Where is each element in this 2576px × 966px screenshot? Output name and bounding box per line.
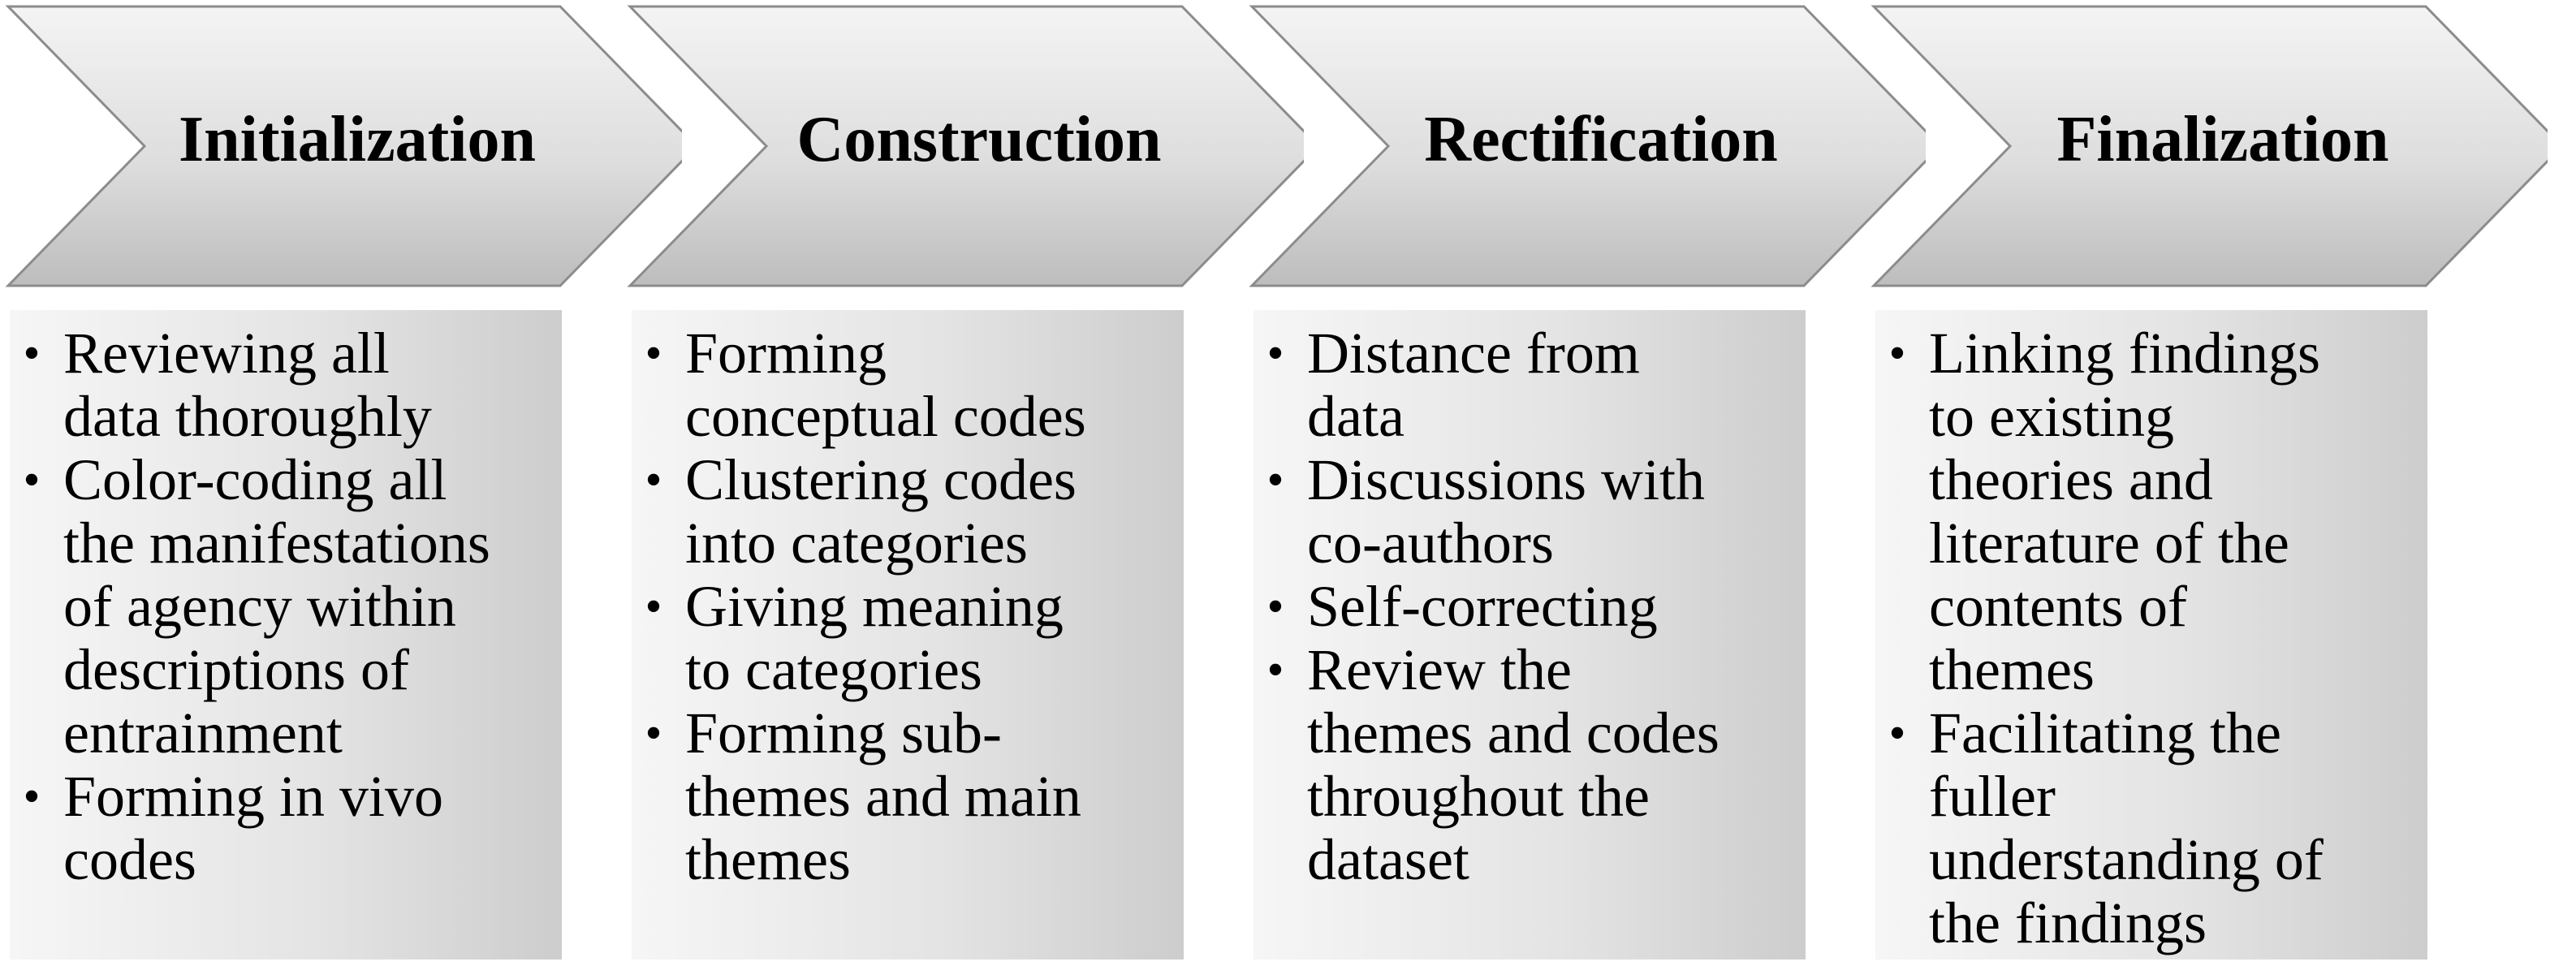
- list-item-text: Forming in vivo codes: [63, 764, 444, 892]
- chevron-shape: [627, 5, 1304, 287]
- list-item: • Forming sub- themes and main themes: [632, 701, 1184, 891]
- bullet-icon: •: [1888, 706, 1906, 760]
- list-item: • Forming conceptual codes: [632, 321, 1184, 448]
- list-item: • Clustering codes into categories: [632, 448, 1184, 575]
- stage-details-box: • Linking findings to existing theories a…: [1875, 310, 2427, 960]
- stage-title: Rectification: [1424, 104, 1778, 175]
- bullet-icon: •: [1266, 643, 1284, 696]
- bullet-icon: •: [23, 453, 41, 507]
- list-item-text: Review the themes and codes throughout t…: [1307, 637, 1719, 892]
- chevron-arrow: Finalization: [1866, 0, 2548, 292]
- stage-title: Finalization: [2056, 104, 2389, 175]
- list-item-text: Self-correcting: [1307, 574, 1658, 639]
- bullet-icon: •: [645, 326, 662, 380]
- list-item-text: Forming sub- themes and main themes: [685, 701, 1081, 892]
- chevron-shape: [5, 5, 682, 287]
- bullet-icon: •: [1888, 326, 1906, 380]
- stage-item-list: • Distance from data • Discussions with co…: [1253, 310, 1806, 891]
- bullet-icon: •: [23, 326, 41, 380]
- stage-title: Initialization: [178, 104, 537, 175]
- list-item: • Reviewing all data thoroughly: [10, 321, 562, 448]
- stage-details-box: • Distance from data • Discussions with co…: [1253, 310, 1806, 960]
- bullet-icon: •: [1266, 326, 1284, 380]
- list-item: • Review the themes and codes throughout …: [1253, 638, 1806, 891]
- list-item-text: Linking findings to existing theories an…: [1929, 321, 2320, 702]
- chevron-shape: [1871, 5, 2548, 287]
- list-item: • Linking findings to existing theories a…: [1875, 321, 2427, 701]
- list-item-text: Facilitating the fuller understanding of…: [1929, 701, 2324, 955]
- stage-finalization: Finalization • Linking findings to existi…: [1866, 0, 2548, 966]
- stage-construction: Construction • Forming conceptual codes •…: [622, 0, 1304, 966]
- chevron-arrow: Initialization: [0, 0, 682, 292]
- chevron-arrow: Construction: [622, 0, 1304, 292]
- bullet-icon: •: [645, 580, 662, 633]
- stage-item-list: • Linking findings to existing theories a…: [1875, 310, 2427, 955]
- stage-details-box: • Forming conceptual codes • Clustering co…: [632, 310, 1184, 960]
- stage-item-list: • Forming conceptual codes • Clustering co…: [632, 310, 1184, 891]
- list-item: • Distance from data: [1253, 321, 1806, 448]
- stage-initialization: Initialization • Reviewing all data thoro…: [0, 0, 682, 966]
- list-item: • Color-coding all the manifestations of …: [10, 448, 562, 765]
- bullet-icon: •: [23, 770, 41, 823]
- list-item-text: Discussions with co-authors: [1307, 447, 1706, 576]
- stage-item-list: • Reviewing all data thoroughly • Color-co…: [10, 310, 562, 891]
- stage-title: Construction: [796, 104, 1162, 175]
- list-item: • Discussions with co-authors: [1253, 448, 1806, 575]
- list-item: • Self-correcting: [1253, 575, 1806, 638]
- bullet-icon: •: [1266, 453, 1284, 507]
- bullet-icon: •: [645, 706, 662, 760]
- list-item: • Facilitating the fuller understanding o…: [1875, 701, 2427, 955]
- stage-rectification: Rectification • Distance from data • Discu…: [1244, 0, 1926, 966]
- list-item-text: Forming conceptual codes: [685, 321, 1086, 449]
- bullet-icon: •: [645, 453, 662, 507]
- stage-details-box: • Reviewing all data thoroughly • Color-co…: [10, 310, 562, 960]
- list-item-text: Giving meaning to categories: [685, 574, 1064, 702]
- list-item-text: Distance from data: [1307, 321, 1640, 449]
- chevron-shape: [1249, 5, 1926, 287]
- chevron-arrow: Rectification: [1244, 0, 1926, 292]
- list-item-text: Reviewing all data thoroughly: [63, 321, 432, 449]
- list-item: • Giving meaning to categories: [632, 575, 1184, 701]
- list-item-text: Color-coding all the manifestations of a…: [63, 447, 490, 765]
- list-item-text: Clustering codes into categories: [685, 447, 1077, 576]
- list-item: • Forming in vivo codes: [10, 765, 562, 891]
- bullet-icon: •: [1266, 580, 1284, 633]
